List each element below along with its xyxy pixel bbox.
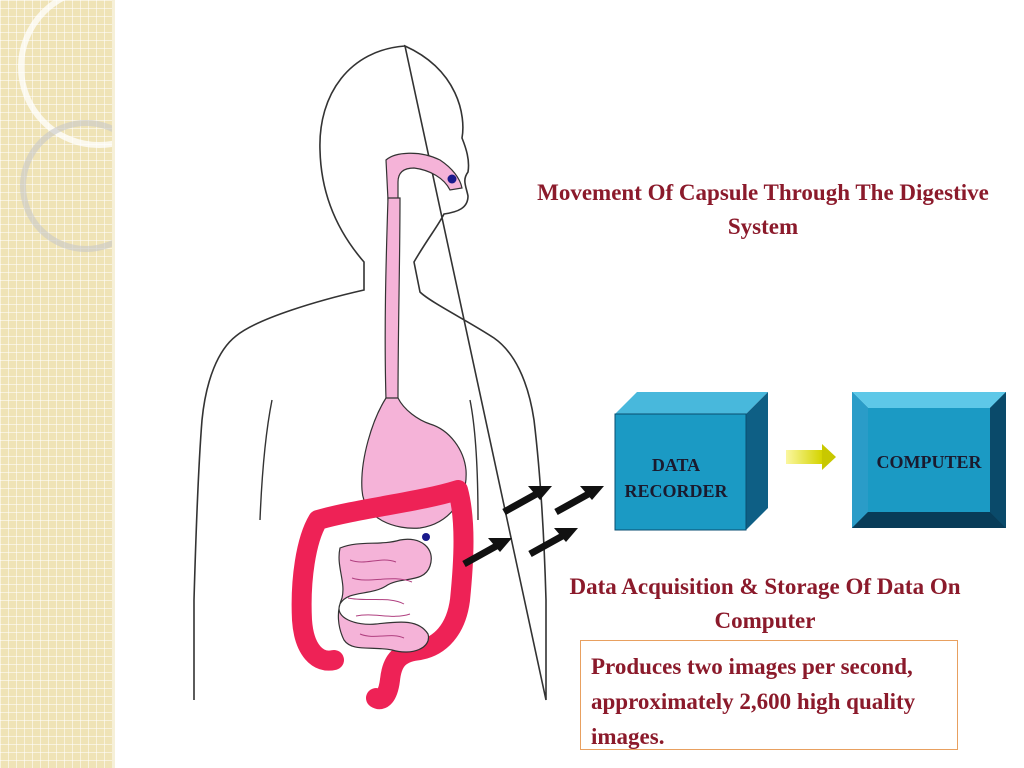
body-outline [193, 44, 547, 701]
small-intestine-folds [347, 559, 413, 639]
data-recorder-label: DATA RECORDER [624, 455, 728, 501]
decorative-ring [20, 120, 112, 252]
arrow-diagonal-icon [554, 486, 604, 516]
arrow-diagonal-icon [528, 528, 578, 558]
diagram-title: Movement Of Capsule Through The Digestiv… [537, 180, 989, 239]
pharynx [385, 152, 463, 201]
arrow-diagonal-icon [502, 486, 552, 516]
small-intestine [337, 538, 432, 653]
computer-box [852, 392, 1006, 528]
computer-label: COMPUTER [876, 452, 982, 472]
image-rate-note: Produces two images per second, approxim… [580, 640, 958, 750]
capsule-in-intestine [422, 533, 430, 541]
side-strip-edge [112, 0, 115, 768]
arrow-right-icon [786, 444, 836, 470]
data-acquisition-caption: Data Acquisition & Storage Of Data On Co… [569, 574, 961, 633]
esophagus [384, 197, 401, 401]
decorative-side-strip [0, 0, 112, 768]
capsule-in-mouth [447, 174, 457, 184]
right-arm-edge [469, 399, 479, 521]
arrow-diagonal-icon [462, 538, 512, 568]
data-recorder-box [614, 392, 768, 531]
left-arm-edge [259, 399, 273, 521]
colon [291, 480, 474, 710]
